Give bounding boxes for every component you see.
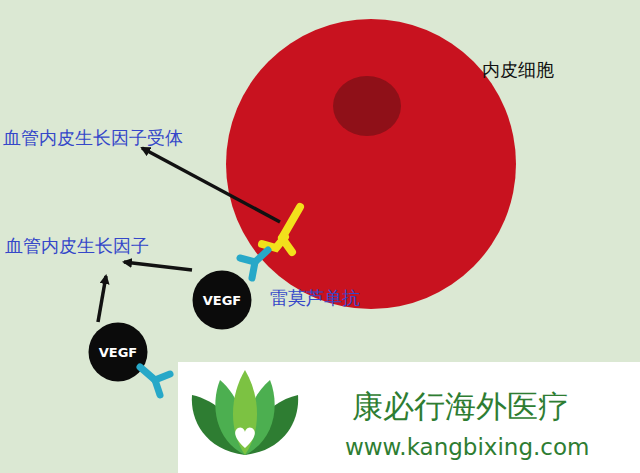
node-shape [225, 18, 517, 310]
watermark-url: www.kangbixing.com [345, 434, 589, 460]
vegf-label: VEGF [192, 293, 252, 308]
antibody [240, 250, 268, 278]
receptor-label: 血管内皮生长因子受体 [3, 126, 183, 150]
vegf-text-wrap: VEGF [88, 345, 148, 360]
cell-label: 内皮细胞 [482, 58, 554, 82]
drug-label: 雷莫芦单抗 [270, 286, 360, 310]
nucleus [333, 76, 401, 136]
vegf-label-text: 血管内皮生长因子 [5, 234, 149, 258]
cell-body [226, 19, 516, 309]
antibody [140, 367, 170, 395]
vegf-text-wrap: VEGF [192, 293, 252, 308]
vegf-disc [193, 271, 252, 330]
endothelial-cell: 内皮细胞 [225, 18, 517, 310]
vegf-label: VEGF [88, 345, 148, 360]
logo [192, 370, 298, 455]
watermark-panel [178, 362, 640, 473]
vegf-circle: VEGF [88, 322, 148, 382]
vegf-disc [89, 323, 148, 382]
watermark-name: 康必行海外医疗 [352, 386, 569, 428]
vegf-circle: VEGF [192, 270, 252, 330]
